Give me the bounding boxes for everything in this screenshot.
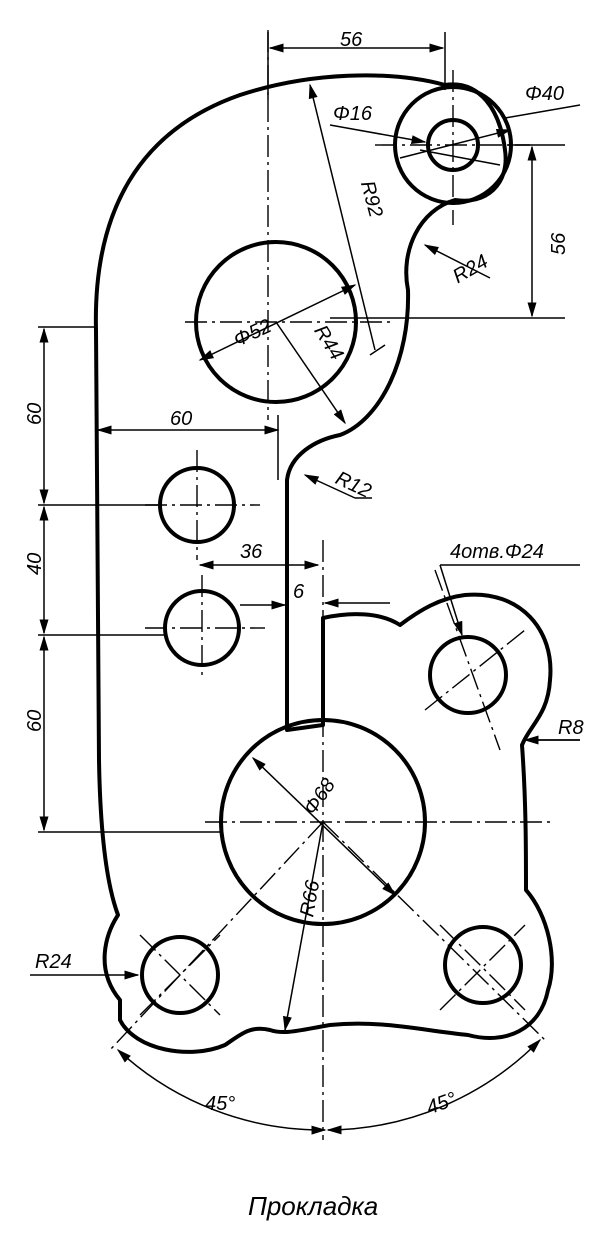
drawing-title: Прокладка: [248, 1191, 378, 1221]
dim-phi16: Φ16: [333, 103, 373, 125]
dim-45-right: 45°: [424, 1088, 460, 1119]
dim-56-top: 56: [340, 29, 363, 51]
dim-r24-top: R24: [449, 251, 492, 288]
dim-56-right: 56: [548, 232, 570, 255]
dim-r8: R8: [558, 717, 584, 739]
dim-60-upper: 60: [24, 403, 46, 425]
hole-phi24-top-right: [428, 635, 508, 715]
dimension-lines: [30, 32, 581, 1135]
dim-6: 6: [293, 581, 305, 603]
dim-phi68: Φ68: [300, 775, 340, 820]
dim-4-holes: 4отв.Φ24: [450, 541, 544, 563]
dim-40: 40: [24, 553, 46, 575]
dim-r24-left: R24: [35, 951, 72, 973]
dim-36: 36: [240, 541, 263, 563]
dim-r92: R92: [356, 179, 387, 220]
hole-phi24-bottom-right: [443, 925, 523, 1005]
dimension-labels: 56 Φ40 Φ16 R92 56 R24 Φ52 R44 60 R12 60 …: [24, 29, 584, 1119]
dim-r44: R44: [309, 321, 347, 364]
hole-phi24-bottom-left: [140, 935, 220, 1015]
dim-60-horiz: 60: [170, 408, 192, 430]
part-outline: [93, 73, 554, 1054]
dim-r66: R66: [296, 878, 324, 919]
dim-phi40: Φ40: [525, 83, 564, 105]
dim-45-left: 45°: [205, 1093, 235, 1115]
dim-60-lower: 60: [24, 710, 46, 732]
